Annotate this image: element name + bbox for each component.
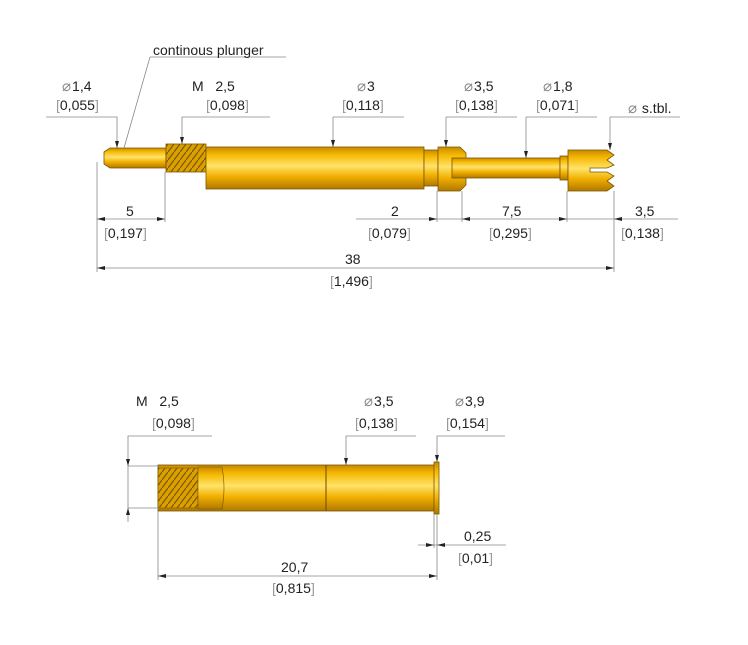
len-total: 38 bbox=[345, 251, 361, 267]
diameter-icon: ⌀ bbox=[464, 78, 474, 95]
len-tip-inch: 0,197 bbox=[104, 225, 147, 241]
dim-thread-size-inch: 0,098 bbox=[206, 97, 249, 113]
len-shaft: 7,5 bbox=[502, 203, 522, 219]
dim-shaft-diameter-inch: 0,071 bbox=[536, 97, 579, 113]
diameter-icon: ⌀ bbox=[357, 78, 367, 95]
top-arrowheads bbox=[115, 137, 612, 158]
dim-receptacle-thread-inch: 0,098 bbox=[152, 415, 195, 431]
receptacle-body bbox=[157, 461, 440, 515]
diameter-icon: ⌀ bbox=[455, 393, 465, 410]
diameter-icon: ⌀ bbox=[62, 78, 72, 95]
dim-tip-diameter: ⌀1,4 bbox=[62, 78, 92, 95]
diameter-icon: ⌀ bbox=[543, 78, 553, 95]
dim-flange-diameter-inch: 0,154 bbox=[446, 415, 489, 431]
len-receptacle-inch: 0,815 bbox=[272, 580, 315, 596]
len-receptacle: 20,7 bbox=[281, 559, 309, 575]
dim-receptacle-diameter: ⌀3,5 bbox=[364, 393, 394, 410]
top-dim-arrows bbox=[97, 217, 622, 270]
len-groove-inch: 0,079 bbox=[368, 225, 411, 241]
len-shaft-inch: 0,295 bbox=[489, 225, 532, 241]
len-tip: 5 bbox=[126, 203, 134, 219]
dim-collar-diameter: ⌀3,5 bbox=[464, 78, 494, 95]
dim-collar-diameter-inch: 0,138 bbox=[455, 97, 498, 113]
dim-receptacle-diameter-inch: 0,138 bbox=[355, 415, 398, 431]
bottom-arrowheads bbox=[126, 455, 445, 578]
len-total-inch: 1,496 bbox=[330, 273, 373, 289]
len-flange: 0,25 bbox=[464, 528, 492, 544]
len-groove: 2 bbox=[391, 203, 399, 219]
dim-shaft-diameter: ⌀1,8 bbox=[543, 78, 573, 95]
plunger-body bbox=[103, 143, 615, 192]
bottom-leaders bbox=[127, 435, 506, 580]
top-leaders bbox=[46, 56, 680, 158]
diameter-icon: ⌀ bbox=[628, 100, 638, 117]
callout-note: continous plunger bbox=[153, 42, 264, 58]
len-flange-inch: 0,01 bbox=[458, 550, 493, 566]
dim-body-diameter: ⌀3 bbox=[357, 78, 375, 95]
diameter-icon: ⌀ bbox=[364, 393, 374, 410]
dim-head-diameter: ⌀ s.tbl. bbox=[628, 100, 672, 117]
dim-body-diameter-inch: 0,118 bbox=[342, 97, 384, 113]
dim-flange-diameter: ⌀3,9 bbox=[455, 393, 485, 410]
len-head-inch: 0,138 bbox=[621, 225, 664, 241]
top-dimensions bbox=[96, 162, 678, 272]
dim-receptacle-thread: M 2,5 bbox=[136, 393, 179, 409]
dim-tip-diameter-inch: 0,055 bbox=[56, 97, 99, 113]
len-head: 3,5 bbox=[635, 203, 655, 219]
dim-thread-size: M 2,5 bbox=[192, 78, 235, 94]
